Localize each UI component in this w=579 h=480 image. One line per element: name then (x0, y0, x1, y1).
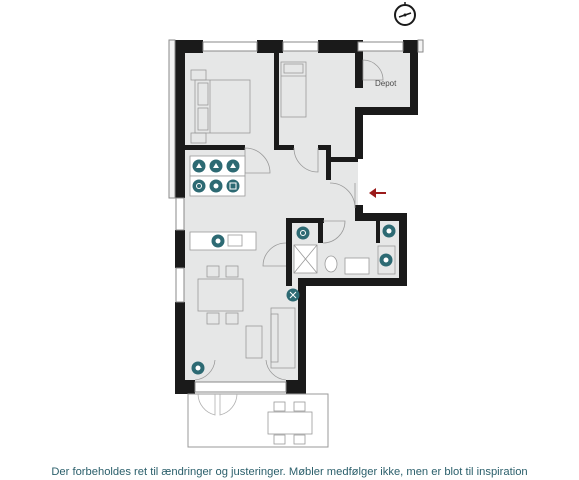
sink (227, 234, 243, 247)
window-left-2 (175, 267, 185, 303)
nightstand (190, 69, 207, 81)
appliance-icon (192, 179, 206, 193)
wall-bottom-left (175, 380, 195, 394)
wall-bed-divider (274, 53, 279, 148)
appliance-icon (211, 234, 225, 248)
entrance-arrow-icon (369, 188, 386, 198)
floor-plan: Depot (168, 2, 424, 448)
room-label-depot: Depot (375, 79, 397, 88)
door-balcony-right (265, 359, 287, 381)
wall-left-upper (175, 40, 185, 198)
washbasin (344, 257, 370, 275)
wall-depot-left (355, 40, 363, 88)
compass-icon (394, 2, 416, 26)
window-top-3 (357, 41, 404, 52)
bathroom-fixtures (293, 244, 396, 275)
window-bottom (194, 381, 287, 393)
wall-left-lower (175, 302, 185, 394)
window-top-2 (282, 41, 319, 52)
appliance-icon (382, 224, 396, 238)
wall-right-upper (355, 107, 363, 159)
wall-hall-top (326, 157, 358, 162)
wall-depot-bottom (358, 107, 418, 115)
appliance-icon (209, 159, 223, 173)
wall-bath-inner (318, 218, 323, 243)
disclaimer-text: Der forbeholdes ret til ændringer og jus… (51, 466, 528, 478)
window-left-1 (175, 197, 185, 231)
window-top-1 (202, 41, 258, 52)
appliance-icons (191, 159, 396, 375)
door-balcony-left (194, 359, 216, 381)
wall-bottom-right (286, 380, 306, 394)
wall-room2-bottom-a (274, 145, 294, 150)
wall-bath-divider (376, 221, 380, 243)
wall-bath-right (399, 213, 407, 285)
single-bed (280, 61, 307, 118)
wall-room2-bottom-b (318, 145, 330, 150)
balcony-strip-left (168, 39, 176, 199)
appliance-icon (226, 179, 240, 193)
door-bath (322, 220, 346, 244)
wall-bath-left (286, 218, 292, 286)
appliance-icon (209, 179, 223, 193)
appliance-icon (296, 226, 310, 240)
bedroom-furniture (190, 61, 307, 144)
wall-right-lower (298, 278, 306, 394)
wall-bath-top (355, 213, 407, 221)
balcony-table (267, 411, 313, 435)
wall-bath-bottom (300, 278, 407, 286)
wall-right-mid (355, 205, 363, 220)
walls (175, 40, 418, 394)
wall-hall (326, 145, 331, 180)
door-room2 (293, 147, 319, 173)
door-depot (362, 59, 384, 81)
door-wc (262, 242, 287, 267)
wall-top-1 (175, 40, 203, 53)
doors (194, 59, 384, 381)
appliance-icon (192, 159, 206, 173)
appliance-icon (286, 288, 300, 302)
door-entrance (329, 182, 356, 209)
washer-area (377, 245, 396, 275)
living-furniture (197, 265, 296, 369)
wall-depot-right (410, 40, 418, 115)
double-bed (194, 79, 251, 134)
dining-table (197, 278, 244, 312)
appliance-icon (379, 253, 393, 267)
wall-left-middle (175, 230, 185, 268)
wall-top-2 (257, 40, 283, 53)
coffee-table (245, 325, 263, 359)
balcony-strip-right (417, 39, 424, 53)
windows (168, 39, 424, 393)
wall-top-3 (318, 40, 358, 53)
appliance-icon (191, 361, 205, 375)
appliance-icon (226, 159, 240, 173)
wall-bedroom-bottom (185, 145, 245, 150)
balcony (187, 393, 329, 448)
toilet (324, 255, 338, 273)
wall-bath-inner-top (286, 218, 324, 223)
door-bedroom (244, 147, 271, 174)
